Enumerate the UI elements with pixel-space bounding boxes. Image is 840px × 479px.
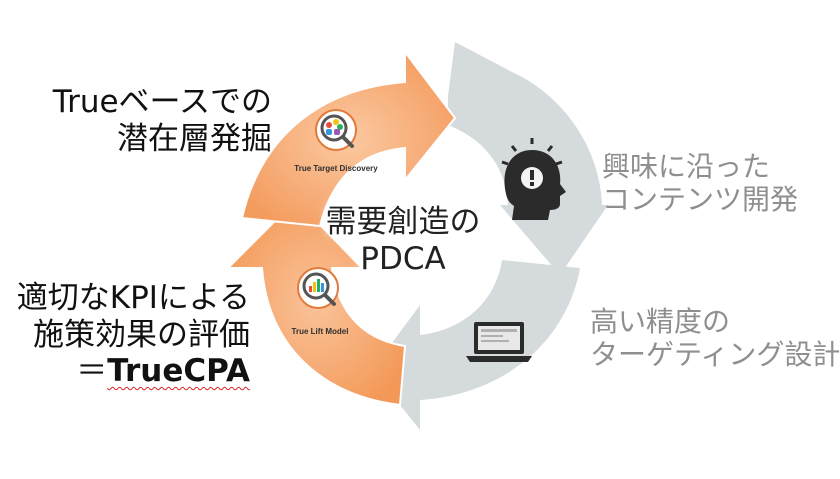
center-line-2: PDCA — [360, 240, 446, 277]
center-title: 需要創造の PDCA — [300, 204, 506, 277]
badge-bottom-label: True Lift Model — [292, 327, 349, 336]
step-bottom-left-line-1: 適切なKPIによる — [16, 280, 250, 316]
badge-top-label: True Target Discovery — [294, 164, 378, 173]
step-top-right-line-1: 興味に沿った — [602, 150, 771, 183]
step-bottom-left: 適切なKPIによる 施策効果の評価 ＝TrueCPA — [10, 280, 250, 390]
result-prefix: ＝ — [76, 353, 108, 390]
magnifier-chart-icon — [302, 272, 336, 306]
center-line-1: 需要創造の — [325, 204, 481, 240]
step-top-right: 興味に沿った コンテンツ開発 — [602, 150, 798, 216]
step-bottom-left-line-2: 施策効果の評価 — [33, 316, 250, 353]
step-bottom-left-result: ＝TrueCPA — [10, 353, 250, 390]
step-bottom-right-line-2: ターゲティング設計 — [590, 338, 840, 372]
true-lift-model-badge: True Lift Model — [292, 267, 349, 336]
step-top-right-line-2: コンテンツ開発 — [602, 183, 799, 217]
step-top-left-line-1: Trueベースでの — [52, 84, 272, 120]
true-target-discovery-badge: True Target Discovery — [294, 109, 378, 173]
truecpa-label: TrueCPA — [107, 353, 250, 390]
magnifier-people-icon — [320, 114, 354, 148]
step-top-left: Trueベースでの 潜在層発掘 — [52, 84, 272, 157]
step-bottom-right-line-1: 高い精度の — [590, 305, 731, 338]
step-top-left-line-2: 潜在層発掘 — [117, 120, 272, 157]
head-lightbulb-icon — [501, 138, 566, 220]
laptop-icon — [466, 322, 532, 362]
step-bottom-right: 高い精度の ターゲティング設計 — [590, 305, 840, 371]
